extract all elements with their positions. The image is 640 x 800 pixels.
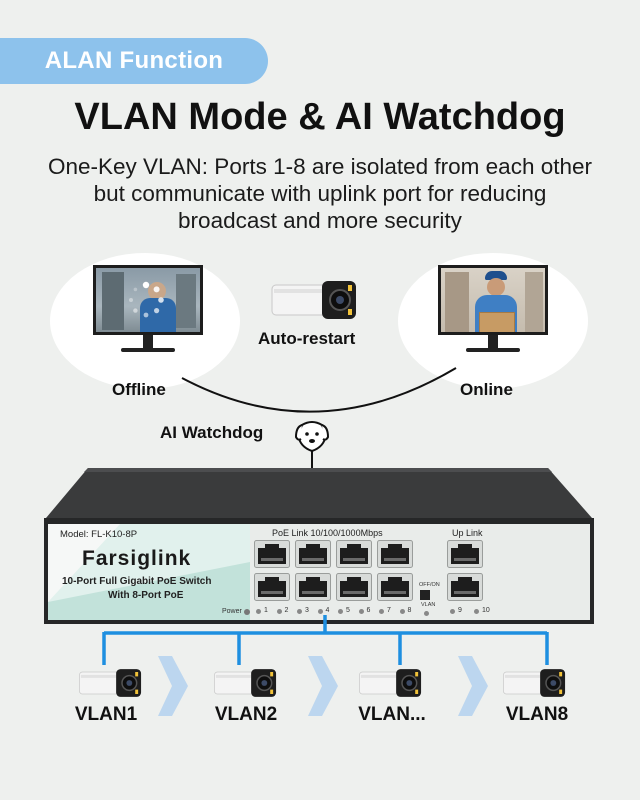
port-number: 9 <box>458 607 462 614</box>
loading-spinner-icon <box>129 281 164 318</box>
ethernet-port-icon[interactable] <box>336 540 372 568</box>
onoff-label: OFF/ON <box>419 582 440 588</box>
vlan-distribution-lines <box>102 615 549 665</box>
poe-switch: Model: FL-K10-8P Farsiglink 10-Port Full… <box>0 462 640 632</box>
vlan-toggle-label: VLAN <box>421 602 436 608</box>
camera-icon <box>271 281 356 319</box>
port-number: 6 <box>366 607 371 614</box>
power-led <box>244 609 250 615</box>
ethernet-port-icon[interactable] <box>336 573 372 601</box>
description-line-1: One-Key VLAN: Ports 1-8 are isolated fro… <box>47 154 592 179</box>
poe-header: PoE Link 10/100/1000Mbps <box>272 528 383 538</box>
switch-subtitle-2: With 8-Port PoE <box>108 590 184 601</box>
page-title: VLAN Mode & AI Watchdog <box>74 96 566 138</box>
port-led <box>474 609 479 614</box>
description-line-3: broadcast and more security <box>178 208 462 233</box>
uplink-header: Up Link <box>452 528 483 538</box>
vlan-label-2: VLAN2 <box>214 704 278 725</box>
camera-icon <box>359 669 422 697</box>
uplink-number-row: 9 10 <box>450 607 494 617</box>
ethernet-port-icon[interactable] <box>446 540 484 568</box>
port-led <box>399 609 405 614</box>
port-led <box>297 609 302 614</box>
online-label: Online <box>460 380 513 399</box>
port-led <box>450 609 455 614</box>
power-label: Power <box>222 608 242 615</box>
vlan-label-1: VLAN1 <box>74 704 138 725</box>
port-led <box>276 609 282 614</box>
ethernet-port-icon[interactable] <box>295 540 331 568</box>
ethernet-port-icon[interactable] <box>377 573 413 601</box>
port-number: 4 <box>325 607 330 614</box>
offline-label: Offline <box>112 380 166 399</box>
port-number: 10 <box>482 607 490 614</box>
offline-monitor-icon <box>93 265 203 357</box>
uplink-port-grid <box>446 540 490 604</box>
online-monitor-icon <box>438 265 548 357</box>
port-number-row: 1 2 3 4 5 6 7 8 <box>256 607 416 617</box>
port-led <box>379 609 384 614</box>
vlan-label-3: VLAN... <box>358 704 426 725</box>
port-number: 2 <box>284 607 289 614</box>
description: One-Key VLAN: Ports 1-8 are isolated fro… <box>20 153 620 234</box>
port-led <box>256 609 261 614</box>
port-number: 5 <box>346 607 350 614</box>
vlan-toggle[interactable] <box>420 590 430 600</box>
port-number: 8 <box>407 607 412 614</box>
badge-text: ALAN Function <box>44 47 224 74</box>
port-number: 1 <box>264 607 268 614</box>
vlan-label-4: VLAN8 <box>505 704 569 725</box>
poe-port-grid <box>254 540 414 604</box>
switch-subtitle-1: 10-Port Full Gigabit PoE Switch <box>62 576 212 587</box>
auto-restart-label: Auto-restart <box>258 329 356 348</box>
brand-name: Farsiglink <box>82 547 192 570</box>
ethernet-port-icon[interactable] <box>377 540 413 568</box>
chevron-icon <box>308 656 338 716</box>
ethernet-port-icon[interactable] <box>295 573 331 601</box>
chevron-icon <box>158 656 188 716</box>
port-number: 3 <box>305 607 309 614</box>
camera-icon <box>79 669 142 697</box>
model-label: Model: FL-K10-8P <box>60 529 138 540</box>
camera-icon <box>503 669 566 697</box>
watchdog-label: AI Watchdog <box>160 423 264 442</box>
port-led <box>358 609 364 614</box>
chevron-icon <box>458 656 488 716</box>
description-line-2: but communicate with uplink port for red… <box>93 181 547 206</box>
ethernet-port-icon[interactable] <box>254 540 290 568</box>
section-badge: ALAN Function <box>0 38 268 84</box>
dog-icon <box>294 421 330 453</box>
port-led <box>338 609 343 614</box>
port-led <box>317 609 323 614</box>
ethernet-port-icon[interactable] <box>446 573 484 601</box>
port-number: 7 <box>387 607 391 614</box>
ethernet-port-icon[interactable] <box>254 573 290 601</box>
vlan-led <box>424 611 429 616</box>
camera-icon <box>214 669 277 697</box>
